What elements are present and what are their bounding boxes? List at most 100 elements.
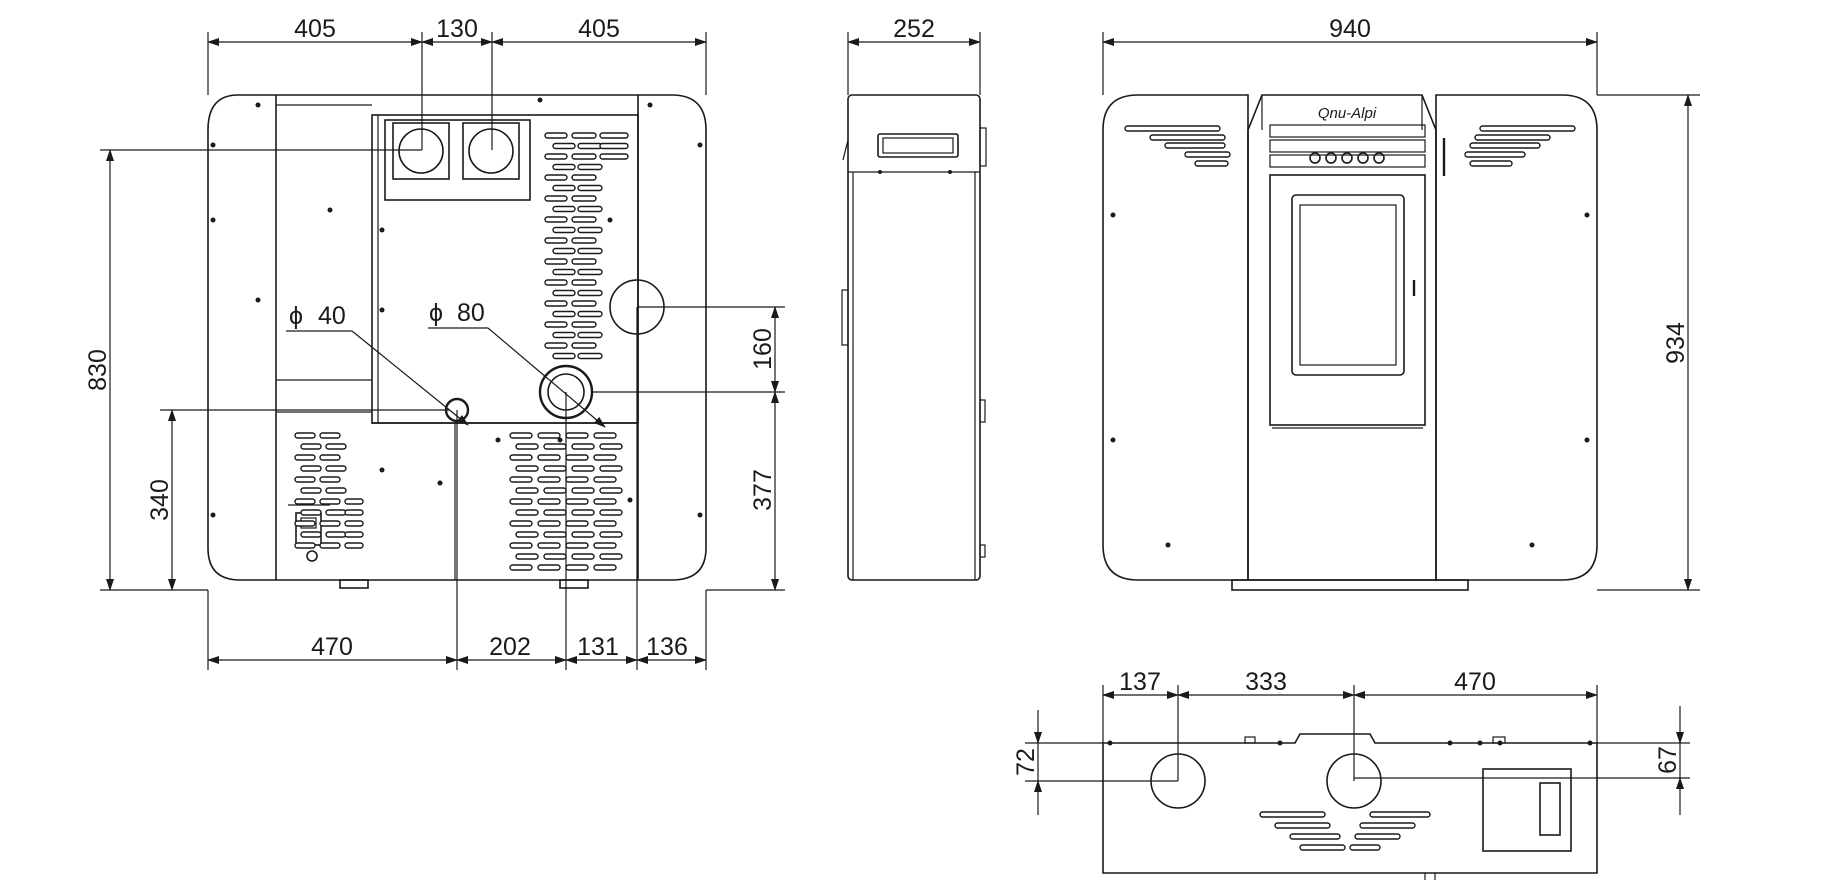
vent-slot xyxy=(577,226,603,234)
vent-slot xyxy=(344,498,364,505)
vent-slot xyxy=(319,432,341,439)
vent-slot xyxy=(577,352,603,360)
vent-slot xyxy=(593,564,617,571)
front-screws xyxy=(1110,212,1590,548)
vent-slot xyxy=(1359,822,1416,829)
vent-slot xyxy=(294,432,316,439)
dim-outlet-spacing: 160 xyxy=(749,328,777,370)
vent-slot xyxy=(543,553,567,560)
vent-slot xyxy=(544,237,568,244)
vent-slot xyxy=(1164,142,1226,149)
vent-slot xyxy=(294,542,316,549)
vent-slot xyxy=(1274,822,1331,829)
vent-slot xyxy=(509,454,533,461)
vent-slot xyxy=(515,443,539,450)
vent-slot xyxy=(577,163,603,171)
dim-back-width-left: 405 xyxy=(294,15,336,43)
top-vent-slots xyxy=(1259,811,1431,851)
vent-slot xyxy=(577,331,603,339)
dim-phi-80: 80 xyxy=(457,299,485,327)
vent-slot xyxy=(509,498,533,505)
vent-slot xyxy=(294,476,316,483)
vent-slot xyxy=(593,476,617,483)
vent-slot xyxy=(300,487,322,494)
vent-slot xyxy=(544,279,568,286)
vent-slot xyxy=(571,153,597,160)
dim-top-67: 67 xyxy=(1654,746,1682,774)
vent-slot xyxy=(593,432,617,439)
back-vent-slots-lower xyxy=(509,432,623,571)
vent-slot xyxy=(571,216,597,223)
side-view: 252 xyxy=(841,15,987,581)
vent-slot xyxy=(319,542,341,549)
vent-slot xyxy=(565,520,589,527)
dim-phi-40: 40 xyxy=(318,302,346,330)
dim-back-width-mid: 130 xyxy=(436,15,478,43)
vent-slot xyxy=(1259,811,1326,818)
vent-slot xyxy=(599,531,623,538)
vent-slot xyxy=(599,509,623,516)
vent-slot xyxy=(599,153,629,160)
dim-top-333: 333 xyxy=(1245,668,1287,696)
vent-slot xyxy=(544,258,568,265)
vent-slot xyxy=(593,542,617,549)
vent-slot xyxy=(577,247,603,255)
vent-slot xyxy=(571,279,597,286)
top-features xyxy=(1107,736,1593,880)
vent-slot xyxy=(1464,151,1526,158)
vent-slot xyxy=(593,498,617,505)
vent-slot xyxy=(544,321,568,328)
vent-slot xyxy=(300,509,322,516)
vent-slot xyxy=(571,531,595,538)
vent-slot xyxy=(537,432,561,439)
vent-slot xyxy=(515,531,539,538)
vent-slot xyxy=(544,300,568,307)
dim-pipe-height: 377 xyxy=(749,469,777,511)
dim-top-470: 470 xyxy=(1454,668,1496,696)
vent-slot xyxy=(552,289,576,297)
vent-slot xyxy=(325,531,347,538)
vent-slot xyxy=(509,520,533,527)
vent-slot xyxy=(1184,151,1231,158)
vent-slot xyxy=(537,542,561,549)
vent-slot xyxy=(1194,160,1229,167)
vent-slot xyxy=(344,531,364,538)
vent-slot xyxy=(552,268,576,276)
vent-slot xyxy=(319,454,341,461)
vent-slot xyxy=(552,331,576,339)
dim-back-width-right: 405 xyxy=(578,15,620,43)
vent-slot xyxy=(319,520,341,527)
vent-slot xyxy=(599,465,623,472)
vent-slot xyxy=(319,498,341,505)
phi-symbol-40: ϕ xyxy=(289,302,303,330)
front-buttons xyxy=(1309,152,1385,164)
vent-slot xyxy=(565,454,589,461)
dim-back-lower-height: 340 xyxy=(146,479,174,521)
vent-slot xyxy=(552,184,576,192)
phi-symbol-80: ϕ xyxy=(429,299,443,327)
vent-slot xyxy=(1479,125,1576,132)
vent-slot xyxy=(571,487,595,494)
vent-slot xyxy=(325,487,347,494)
vent-slot xyxy=(599,142,629,150)
dim-back-height: 830 xyxy=(84,349,112,391)
vent-slot xyxy=(552,142,576,150)
vent-slot xyxy=(344,509,364,516)
vent-slot xyxy=(543,443,567,450)
vent-slot xyxy=(577,310,603,318)
dim-base-136: 136 xyxy=(646,633,688,661)
dim-top-72: 72 xyxy=(1012,748,1040,776)
vent-slot xyxy=(1124,125,1221,132)
vent-slot xyxy=(537,454,561,461)
vent-slot xyxy=(571,237,597,244)
dim-base-202: 202 xyxy=(489,633,531,661)
back-view: 405 130 405 830 340 ϕ 40 ϕ 80 160 377 47… xyxy=(84,15,785,670)
vent-slot xyxy=(565,564,589,571)
vent-slot xyxy=(565,542,589,549)
vent-slot xyxy=(552,352,576,360)
vent-slot xyxy=(344,520,364,527)
vent-slot xyxy=(1349,844,1381,851)
vent-slot xyxy=(1469,160,1513,167)
vent-slot xyxy=(571,195,597,202)
vent-slot xyxy=(325,509,347,516)
